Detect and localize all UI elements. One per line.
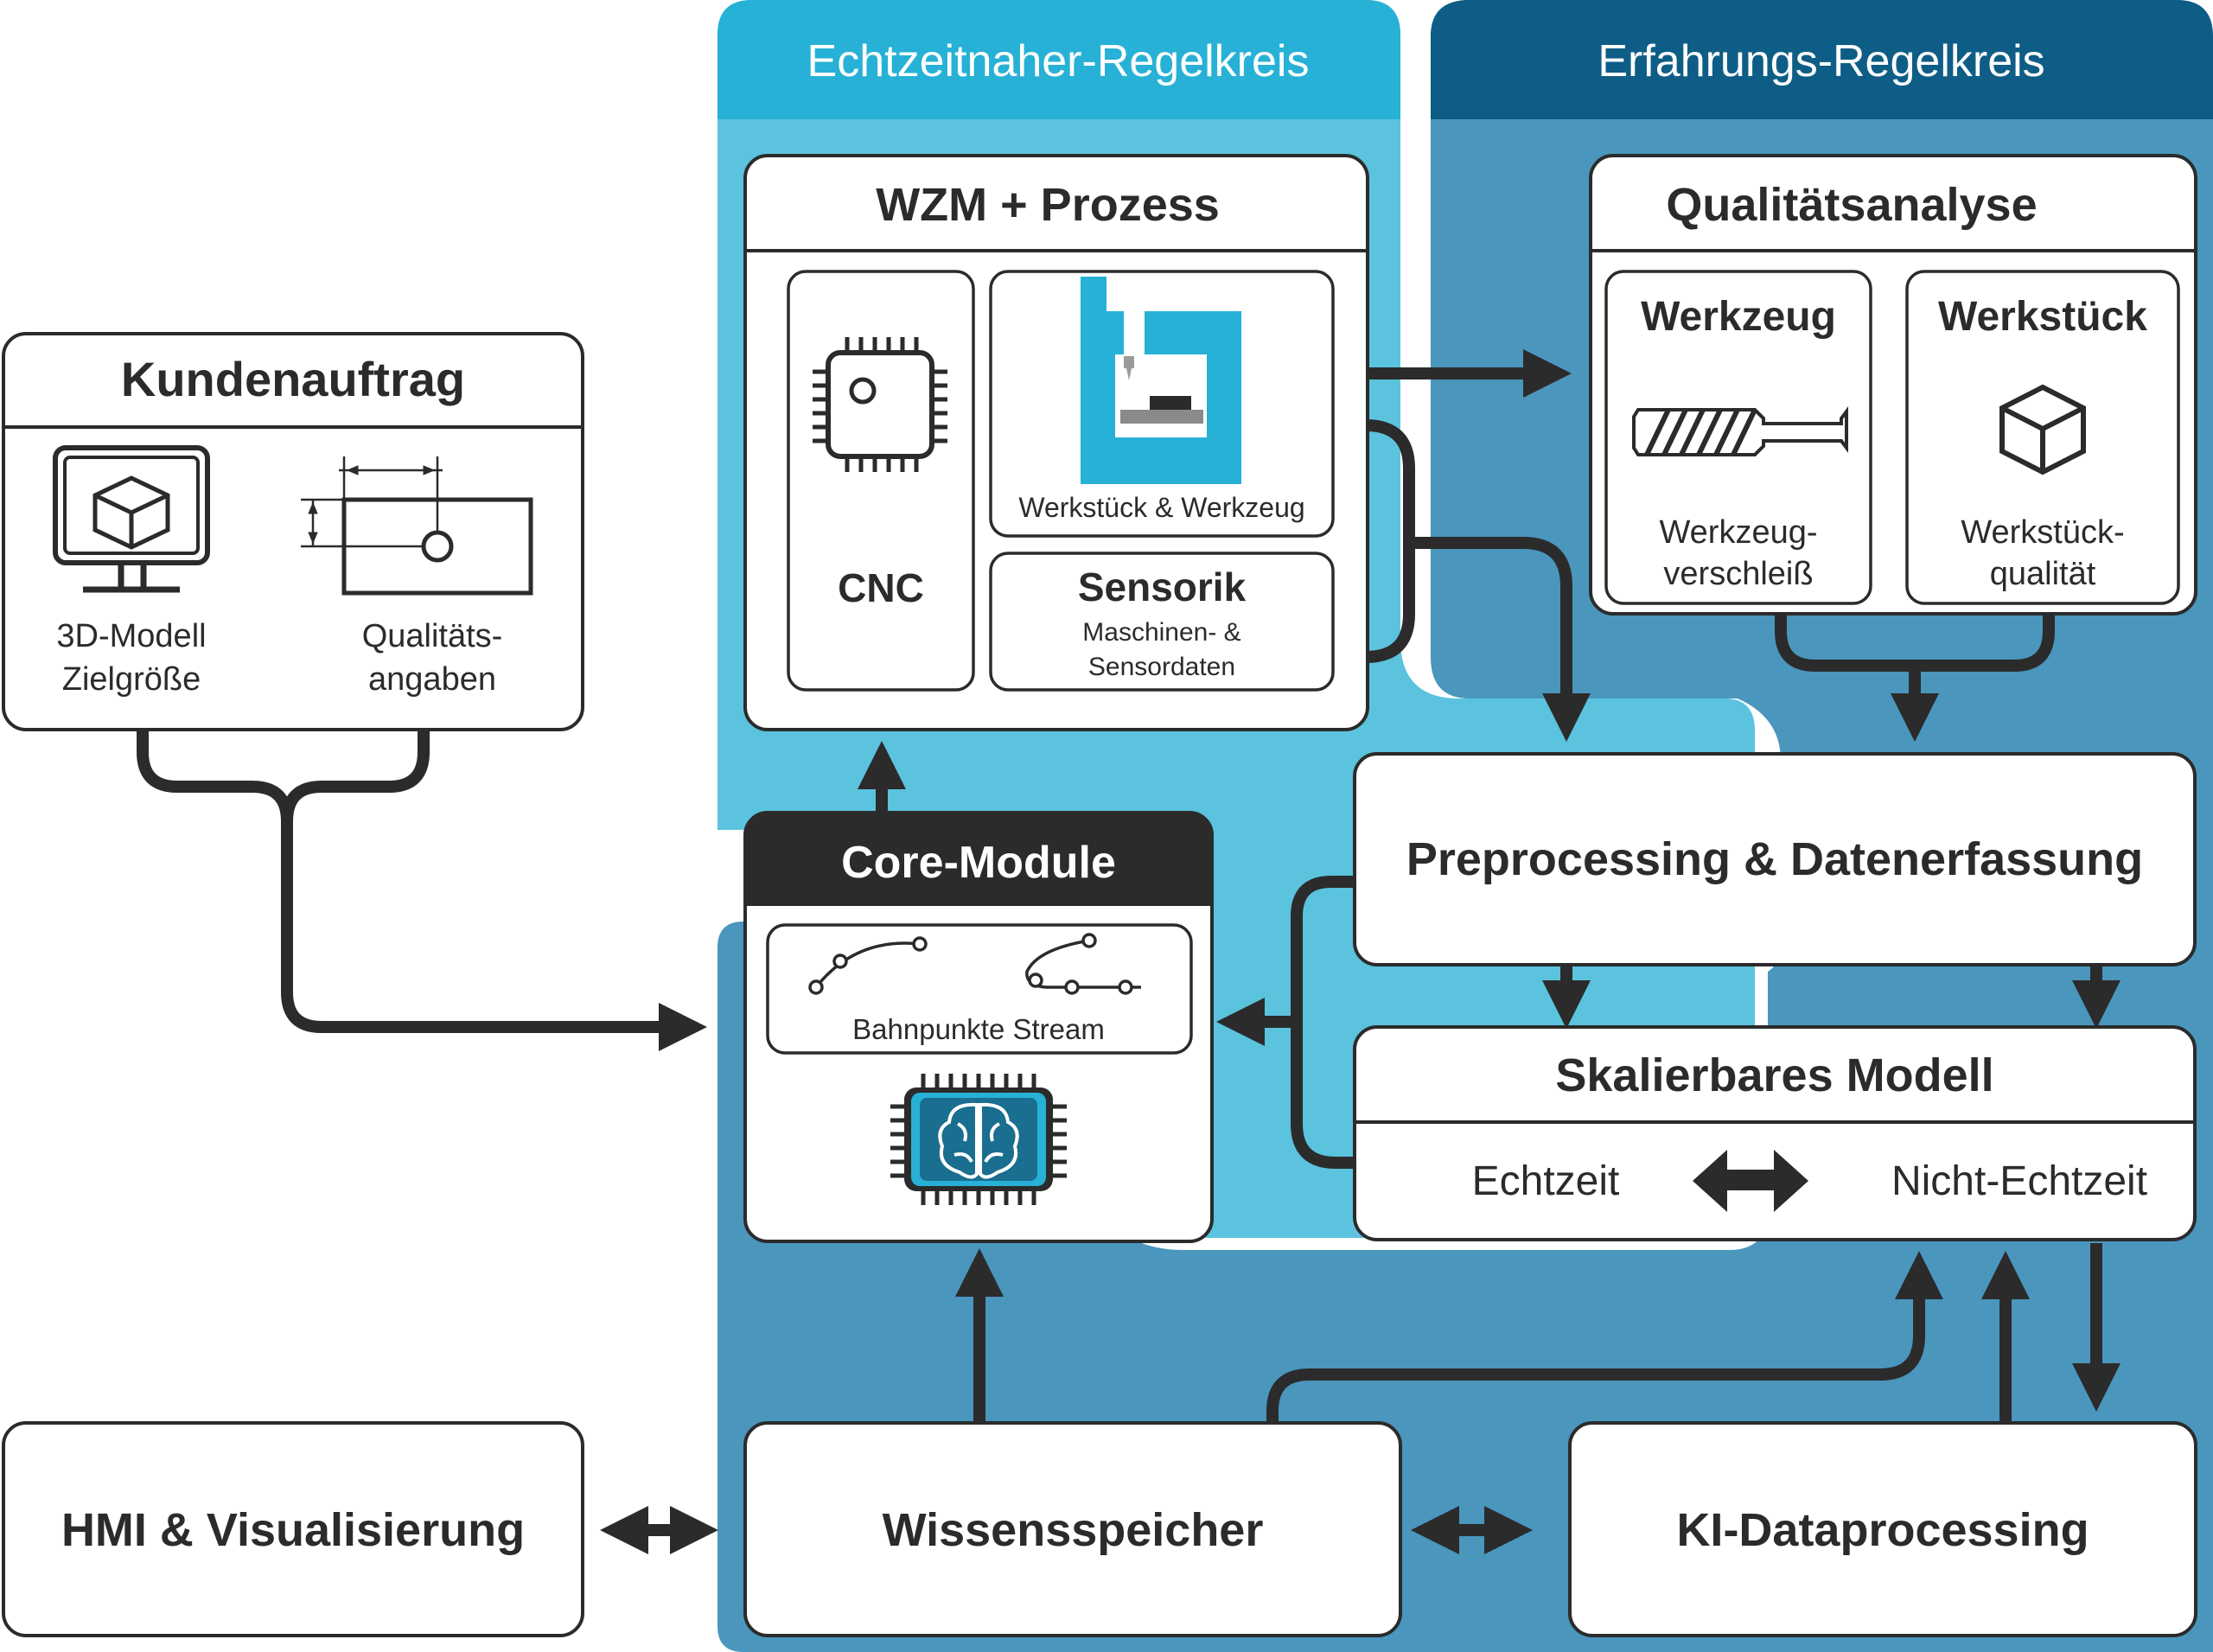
monitor-cube-icon <box>53 445 210 593</box>
werkstueck-title: Werkstück <box>1938 294 2147 340</box>
model-label-1: 3D-Modell <box>56 618 206 654</box>
wzm-box: WZM + Prozess CNC Werkstück & Werkzeug S… <box>743 154 1369 731</box>
preprocessing-title: Preprocessing & Datenerfassung <box>1406 833 2143 885</box>
arrow-kundenauftrag-to-core <box>137 730 707 1051</box>
modell-left: Echtzeit <box>1472 1158 1620 1204</box>
werkzeug-label-1: Werkzeug- <box>1659 514 1817 551</box>
werkzeug-label-2: verschleiß <box>1663 556 1813 592</box>
wissensspeicher-box: Wissensspeicher <box>743 1421 1402 1637</box>
path-points-icon <box>808 933 1141 995</box>
wissen-title: Wissensspeicher <box>883 1504 1264 1556</box>
arrow-wissen-to-model <box>1266 1251 1943 1421</box>
ai-brain-chip-icon <box>890 1074 1067 1205</box>
kundenauftrag-box: Kundenauftrag 3D-Modell Zielgröße Qualit… <box>2 332 584 731</box>
quality-label-2: angaben <box>368 661 496 698</box>
qualitaet-title: Qualitätsanalyse <box>1666 179 2037 231</box>
kundenauftrag-title: Kundenauftrag <box>121 352 465 406</box>
ki-dataprocessing-box: KI-Dataprocessing <box>1568 1421 2197 1637</box>
dimension-drawing-icon <box>301 456 533 596</box>
wzm-title: WZM + Prozess <box>876 179 1220 231</box>
cnc-label: CNC <box>838 565 924 610</box>
core-title: Core-Module <box>841 838 1116 888</box>
stream-label: Bahnpunkte Stream <box>852 1013 1105 1045</box>
cpu-chip-icon <box>813 337 947 472</box>
ki-title: KI-Dataprocessing <box>1676 1504 2089 1556</box>
quality-label-1: Qualitäts- <box>362 618 503 654</box>
drill-bit-icon <box>1632 406 1848 456</box>
qualitaet-box: Qualitätsanalyse Werkzeug Werkzeug- vers… <box>1589 154 2197 616</box>
model-label-2: Zielgröße <box>62 661 201 698</box>
experience-loop-title: Erfahrungs-Regelkreis <box>1598 36 2044 86</box>
machine-label: Werkstück & Werkzeug <box>1018 492 1304 523</box>
cube-icon <box>1999 384 2086 475</box>
sensorik-sub-2: Sensordaten <box>1088 653 1235 681</box>
arrow-preprocessing-to-core <box>1291 876 1353 1169</box>
modell-right: Nicht-Echtzeit <box>1891 1158 2147 1204</box>
werkzeug-title: Werkzeug <box>1641 294 1836 340</box>
preprocessing-box: Preprocessing & Datenerfassung <box>1353 752 2197 966</box>
werkstueck-label-2: qualität <box>1990 556 2096 592</box>
core-module-box: Core-Module Bahnpunkte Stream <box>743 811 1214 1243</box>
milling-machine-icon <box>1081 277 1241 484</box>
sensorik-title: Sensorik <box>1078 564 1247 609</box>
hmi-box: HMI & Visualisierung <box>2 1421 584 1637</box>
modell-title: Skalierbares Modell <box>1555 1049 1993 1101</box>
modell-box: Skalierbares Modell Echtzeit Nicht-Echtz… <box>1353 1025 2197 1241</box>
sensorik-sub-1: Maschinen- & <box>1082 618 1240 647</box>
realtime-loop-title: Echtzeitnaher-Regelkreis <box>807 36 1310 86</box>
werkstueck-label-1: Werkstück- <box>1961 514 2124 551</box>
hmi-title: HMI & Visualisierung <box>61 1504 525 1556</box>
connectors <box>137 349 2121 1554</box>
